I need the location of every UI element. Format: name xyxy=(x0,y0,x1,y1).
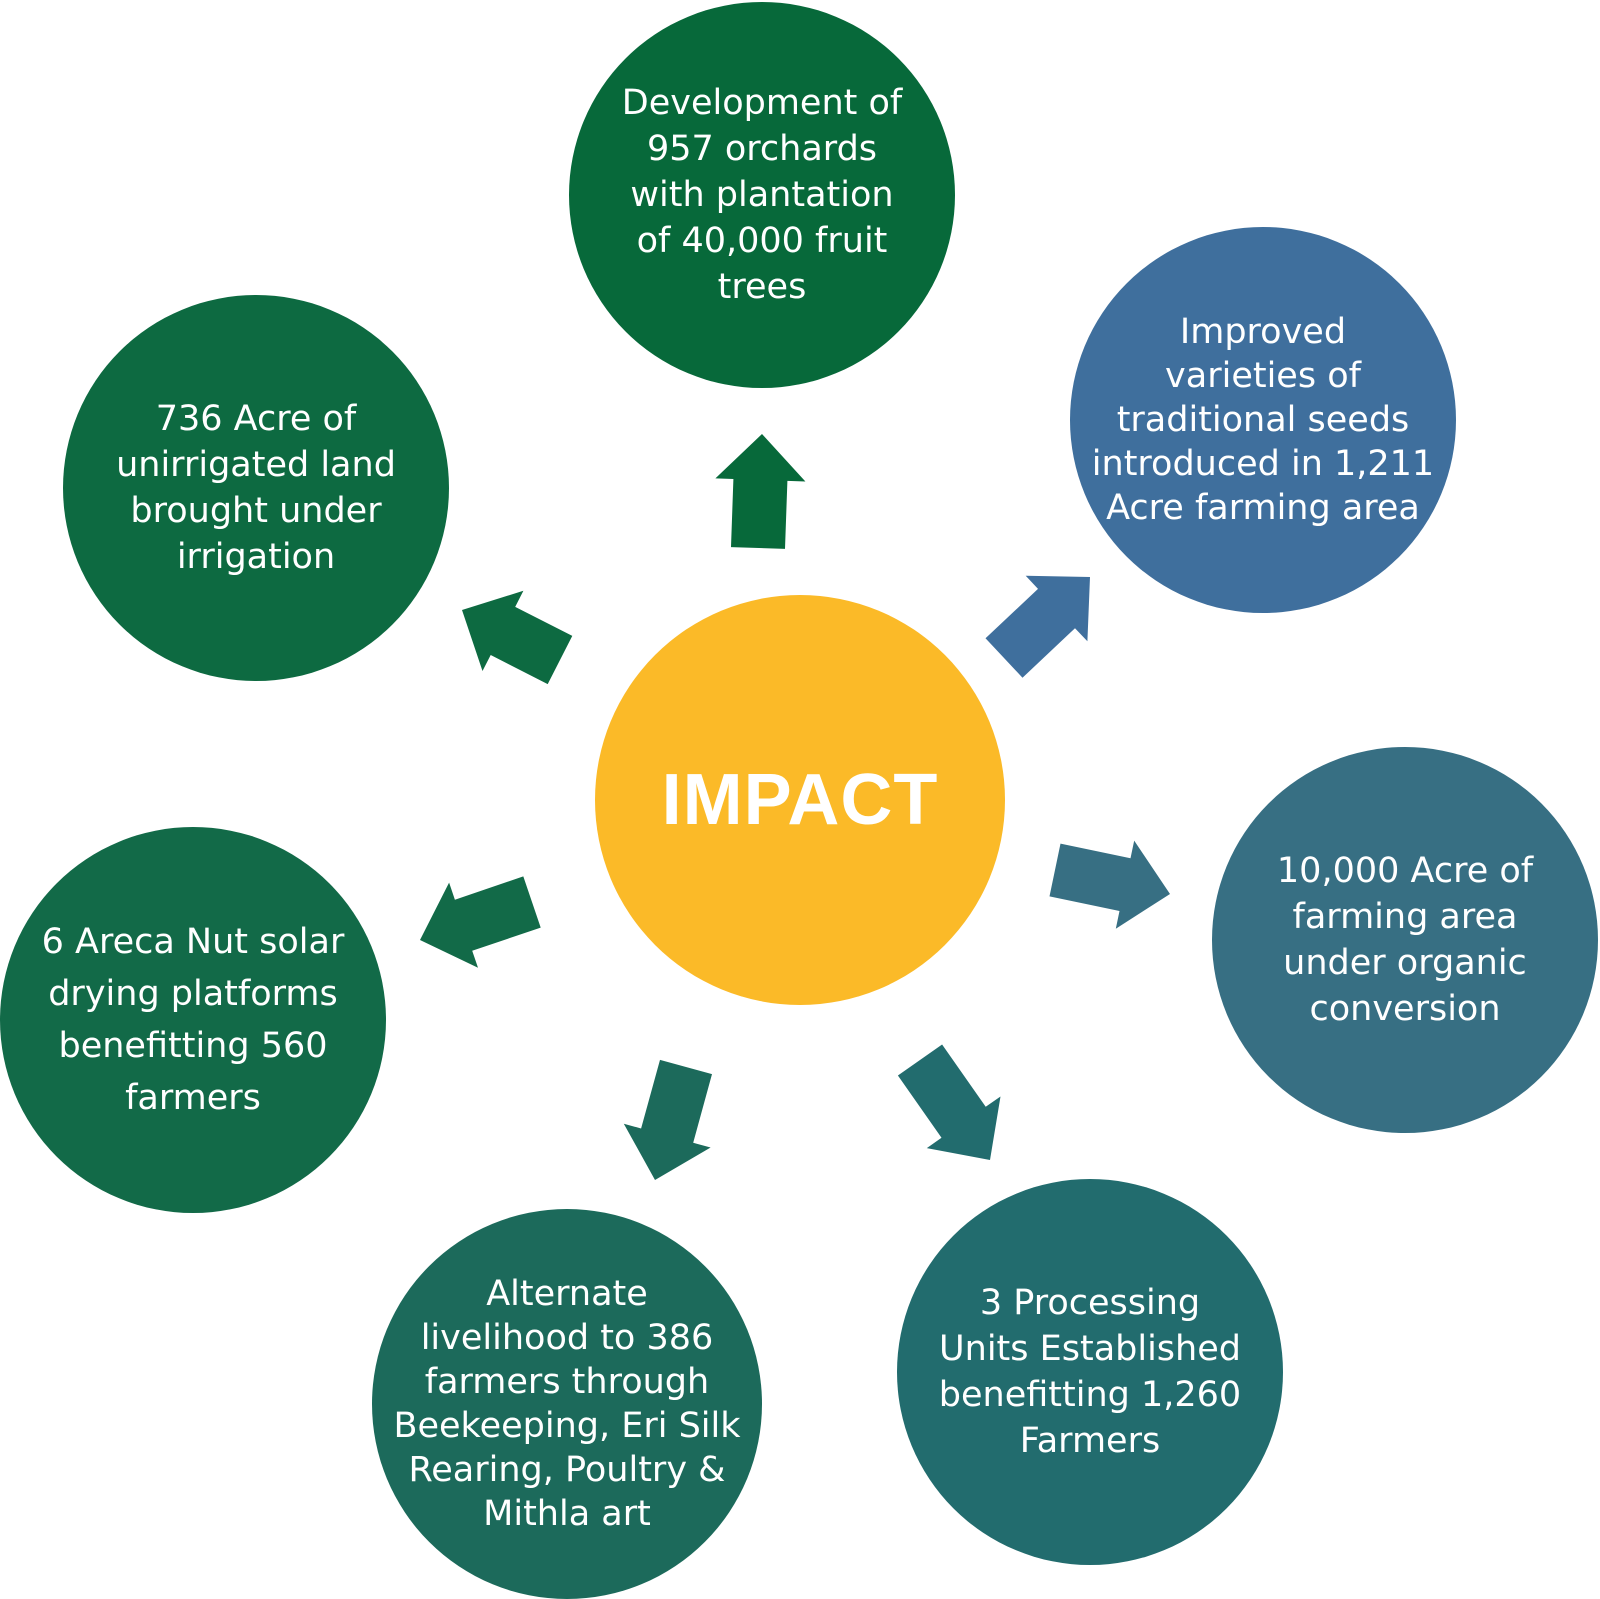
arrow-to-livelihood xyxy=(623,1059,712,1180)
arrow-to-organic xyxy=(1049,840,1170,929)
arrow-to-seeds xyxy=(985,575,1090,678)
impact-label: IMPACT xyxy=(661,760,939,840)
arrow-to-processing xyxy=(897,1044,1001,1160)
arrow-to-areca xyxy=(420,876,541,968)
impact-center-circle: IMPACT xyxy=(595,595,1005,1005)
arrow-to-irrigation xyxy=(462,590,573,685)
arrow-to-orchards xyxy=(715,434,806,549)
